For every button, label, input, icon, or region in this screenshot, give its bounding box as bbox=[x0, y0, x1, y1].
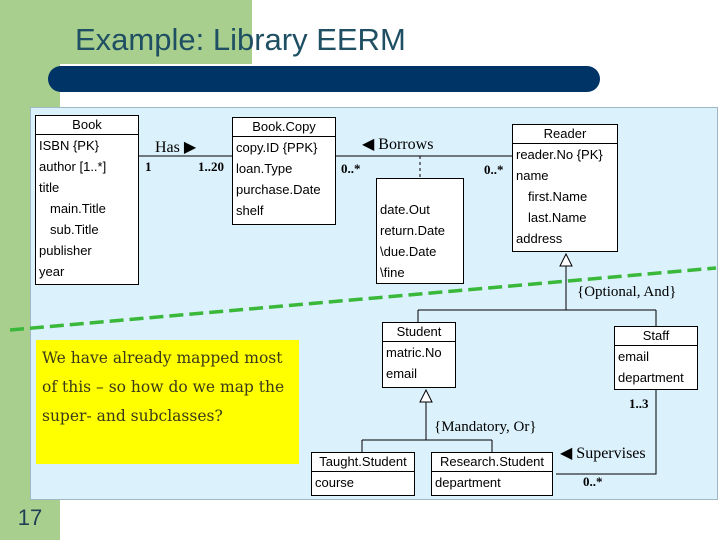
student-constraint: {Mandatory, Or} bbox=[434, 419, 537, 435]
entity-reader: Reader reader.No {PK} name first.Name la… bbox=[512, 124, 618, 252]
reader-attr: reader.No {PK} bbox=[516, 147, 603, 162]
entity-bookcopy-name: Book.Copy bbox=[233, 118, 335, 137]
reader-attr: name bbox=[516, 168, 549, 183]
entity-staff-name: Staff bbox=[615, 327, 697, 346]
entity-taught-name: Taught.Student bbox=[312, 453, 414, 472]
student-attr: email bbox=[386, 366, 418, 381]
note-box: We have already mapped most of this – so… bbox=[36, 340, 299, 464]
bookcopy-attr: shelf bbox=[236, 203, 264, 218]
borrows-label: ◀ Borrows bbox=[362, 136, 434, 153]
has-left-mult: 1 bbox=[145, 159, 152, 174]
book-attr: publisher bbox=[39, 243, 92, 258]
reader-attr: last.Name bbox=[528, 210, 587, 225]
slide-number: 17 bbox=[17, 505, 43, 530]
borrows-attr: \fine bbox=[380, 265, 405, 280]
slide-title: Example: Library EERM bbox=[75, 22, 406, 57]
entity-research-student: Research.Student department bbox=[431, 452, 553, 496]
entity-book-name: Book bbox=[36, 116, 138, 135]
borrows-attr: return.Date bbox=[380, 223, 446, 238]
borrows-attributes: date.Out return.Date \due.Date \fine bbox=[376, 178, 464, 284]
book-attr: title bbox=[39, 180, 60, 195]
book-attr: author [1..*] bbox=[39, 159, 107, 174]
entity-bookcopy: Book.Copy copy.ID {PPK} loan.Type purcha… bbox=[232, 117, 336, 225]
entity-student-name: Student bbox=[383, 323, 455, 342]
book-attr: sub.Title bbox=[50, 222, 99, 237]
staff-attr: department bbox=[618, 370, 684, 385]
staff-attr: email bbox=[618, 349, 650, 364]
borrows-attr: \due.Date bbox=[380, 244, 437, 259]
entity-research-name: Research.Student bbox=[432, 453, 552, 472]
has-right-mult: 1..20 bbox=[198, 159, 224, 174]
entity-taught-student: Taught.Student course bbox=[311, 452, 415, 496]
reader-generalization-triangle bbox=[559, 252, 573, 267]
borrows-right-mult: 0..* bbox=[484, 162, 504, 177]
borrows-attr: date.Out bbox=[380, 202, 430, 217]
reader-constraint: {Optional, And} bbox=[577, 284, 677, 300]
reader-attr: address bbox=[516, 231, 563, 246]
has-label: Has ▶ bbox=[155, 139, 197, 156]
reader-attr: first.Name bbox=[528, 189, 588, 204]
entity-staff: Staff email department bbox=[614, 326, 698, 390]
research-attr: department bbox=[435, 475, 501, 490]
title-bar bbox=[48, 66, 600, 92]
student-generalization-triangle bbox=[419, 388, 433, 403]
book-attr: year bbox=[39, 264, 65, 279]
bookcopy-attr: purchase.Date bbox=[236, 182, 321, 197]
top-decor-band bbox=[60, 0, 252, 64]
supervises-bottom-mult: 0..* bbox=[583, 474, 603, 489]
supervises-top-mult: 1..3 bbox=[629, 396, 649, 411]
entity-student: Student matric.No email bbox=[382, 322, 456, 388]
book-attr: main.Title bbox=[50, 201, 106, 216]
supervises-label: ◀ Supervises bbox=[560, 445, 646, 462]
separator-dashed-line bbox=[9, 266, 717, 332]
book-attr: ISBN {PK} bbox=[39, 138, 99, 153]
student-attr: matric.No bbox=[386, 345, 442, 360]
entity-book: Book ISBN {PK} author [1..*] title main.… bbox=[35, 115, 139, 285]
taught-attr: course bbox=[315, 475, 355, 490]
bookcopy-attr: loan.Type bbox=[236, 161, 293, 176]
bookcopy-attr: copy.ID {PPK} bbox=[236, 140, 318, 155]
supervises-line bbox=[556, 390, 657, 475]
note-text: We have already mapped most of this – so… bbox=[42, 349, 285, 425]
entity-reader-name: Reader bbox=[513, 125, 617, 144]
borrows-left-mult: 0..* bbox=[341, 161, 361, 176]
